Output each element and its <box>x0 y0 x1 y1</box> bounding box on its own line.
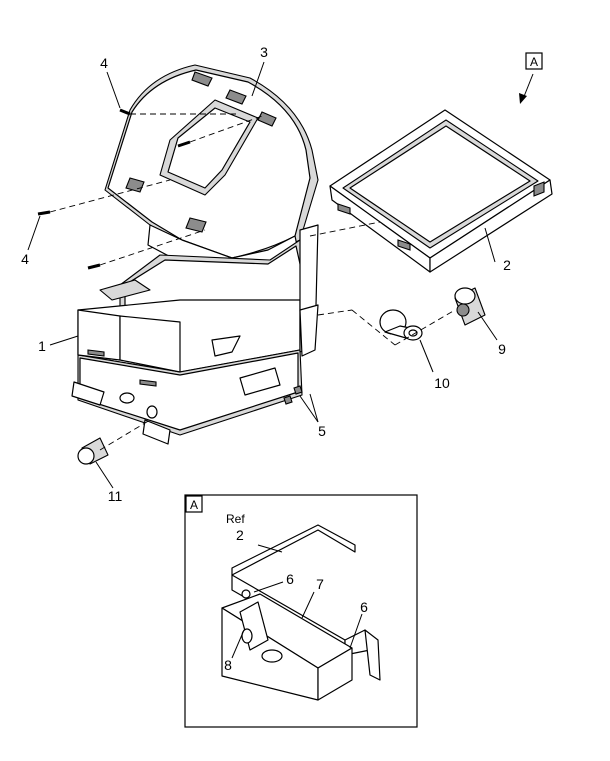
callout-9: 9 <box>498 341 506 357</box>
ref-part-2: 2 <box>236 527 244 543</box>
leader-lines <box>27 61 498 489</box>
callout-5: 5 <box>318 423 326 439</box>
detail-frame <box>184 494 418 728</box>
callout-2: 2 <box>503 257 511 273</box>
ref-label: Ref <box>226 512 245 526</box>
detail-view-a <box>184 494 418 728</box>
callout-6-left: 6 <box>286 571 294 587</box>
part-11-plug <box>77 437 109 465</box>
part-10-cap <box>379 309 423 341</box>
part-1-base-housing <box>71 224 319 445</box>
detail-tag-box <box>185 495 203 513</box>
callout-8: 8 <box>224 657 232 673</box>
callout-11: 11 <box>108 488 123 504</box>
callout-10: 10 <box>434 375 450 391</box>
assembly-lines <box>49 113 456 451</box>
part-3-upper-housing <box>104 64 319 281</box>
callout-4-top: 4 <box>100 55 108 71</box>
callout-1: 1 <box>38 338 46 354</box>
callout-6-right: 6 <box>360 599 368 615</box>
detail-view-tag: A <box>190 498 198 512</box>
part-5-fasteners <box>283 385 303 405</box>
callout-7: 7 <box>316 576 324 592</box>
view-a-arrow <box>519 52 543 104</box>
view-a-tag: A <box>530 55 538 69</box>
part-2-tray <box>329 109 553 273</box>
callout-3: 3 <box>260 44 268 60</box>
part-4-screws <box>37 108 191 270</box>
part-9-knob <box>454 287 486 326</box>
callout-4-left: 4 <box>21 251 29 267</box>
